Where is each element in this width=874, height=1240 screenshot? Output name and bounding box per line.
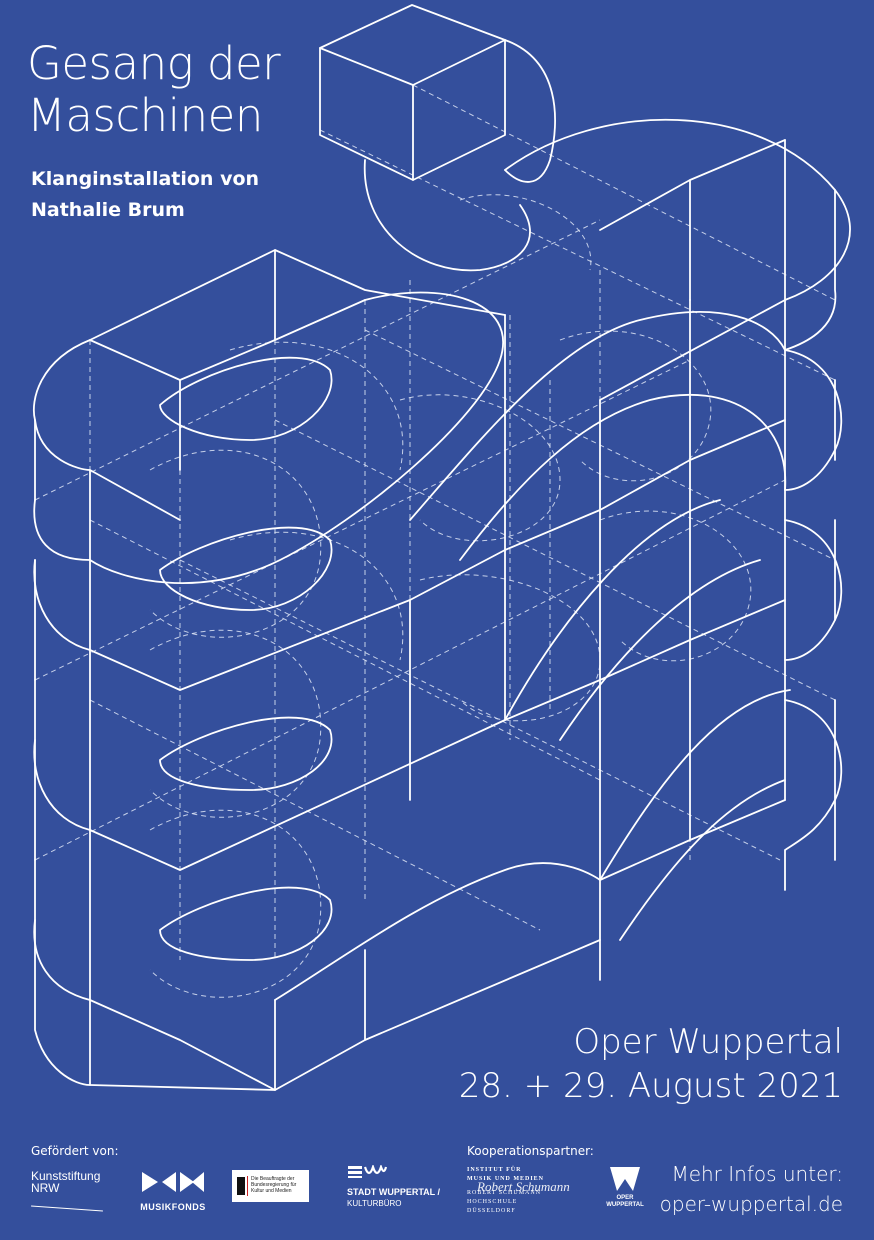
oper-logo-line-2: WUPPERTAL bbox=[606, 1202, 644, 1208]
subtitle-line-2: Nathalie Brum bbox=[31, 199, 185, 221]
event-info: Oper Wuppertal 28. + 29. August 2021 bbox=[459, 1020, 843, 1108]
institut-line-5: DÜSSELDORF bbox=[467, 1208, 516, 1214]
musikfonds-logo[interactable]: MUSIKFONDS bbox=[140, 1170, 206, 1212]
musikfonds-mark-icon bbox=[142, 1172, 204, 1192]
stadt-wuppertal-line-2: KULTURBÜRO bbox=[347, 1199, 402, 1208]
stadt-wuppertal-line-1: STADT WUPPERTAL / bbox=[347, 1187, 440, 1197]
poster-subtitle: Klanginstallation von Nathalie Brum bbox=[31, 164, 259, 226]
oper-logo-line-1: OPER bbox=[616, 1195, 634, 1201]
more-info: Mehr Infos unter: oper-wuppertal.de bbox=[660, 1160, 843, 1220]
flag-stripe bbox=[247, 1176, 248, 1196]
eagle-icon bbox=[237, 1177, 245, 1195]
stadt-wuppertal-logo[interactable]: STADT WUPPERTAL / KULTURBÜRO bbox=[347, 1165, 440, 1208]
website-link[interactable]: oper-wuppertal.de bbox=[659, 1192, 843, 1216]
institut-line-2: MUSIK UND MEDIEN bbox=[467, 1176, 545, 1182]
kunststiftung-nrw-logo[interactable]: Kunststiftung NRW bbox=[31, 1169, 103, 1212]
bund-text: Die Beauftragte der Bundesregierung für … bbox=[251, 1176, 297, 1194]
institut-line-1: INSTITUT FÜR bbox=[467, 1167, 522, 1173]
event-dates: 28. + 29. August 2021 bbox=[458, 1066, 843, 1106]
title-line-1: Gesang der bbox=[27, 37, 281, 90]
partner-label: Kooperationspartner: bbox=[467, 1144, 594, 1158]
oper-wuppertal-w-icon bbox=[610, 1167, 640, 1191]
title-line-2: Maschinen bbox=[27, 89, 263, 142]
kunststiftung-line-1: Kunststiftung bbox=[31, 1169, 101, 1183]
subtitle-line-1: Klanginstallation von bbox=[31, 168, 260, 190]
oper-wuppertal-logo[interactable]: OPER WUPPERTAL bbox=[603, 1166, 647, 1209]
more-info-label: Mehr Infos unter: bbox=[671, 1162, 843, 1186]
institut-line-4: HOCHSCHULE bbox=[467, 1199, 518, 1205]
stadt-wuppertal-mark-icon bbox=[348, 1165, 387, 1178]
institut-musik-medien-logo[interactable]: INSTITUT FÜR MUSIK UND MEDIEN Robert Sch… bbox=[467, 1166, 570, 1216]
bundesregierung-kultur-logo[interactable]: Die Beauftragte der Bundesregierung für … bbox=[232, 1170, 309, 1202]
musikfonds-label: MUSIKFONDS bbox=[140, 1202, 206, 1212]
poster-title: Gesang der Maschinen bbox=[27, 37, 281, 142]
kunststiftung-line-2: NRW bbox=[31, 1181, 60, 1195]
funding-label: Gefördert von: bbox=[31, 1144, 119, 1158]
venue-name: Oper Wuppertal bbox=[573, 1022, 843, 1062]
institut-line-3: ROBERT SCHUMANN bbox=[467, 1190, 542, 1196]
institut-signature: Robert Schumann bbox=[477, 1179, 570, 1194]
